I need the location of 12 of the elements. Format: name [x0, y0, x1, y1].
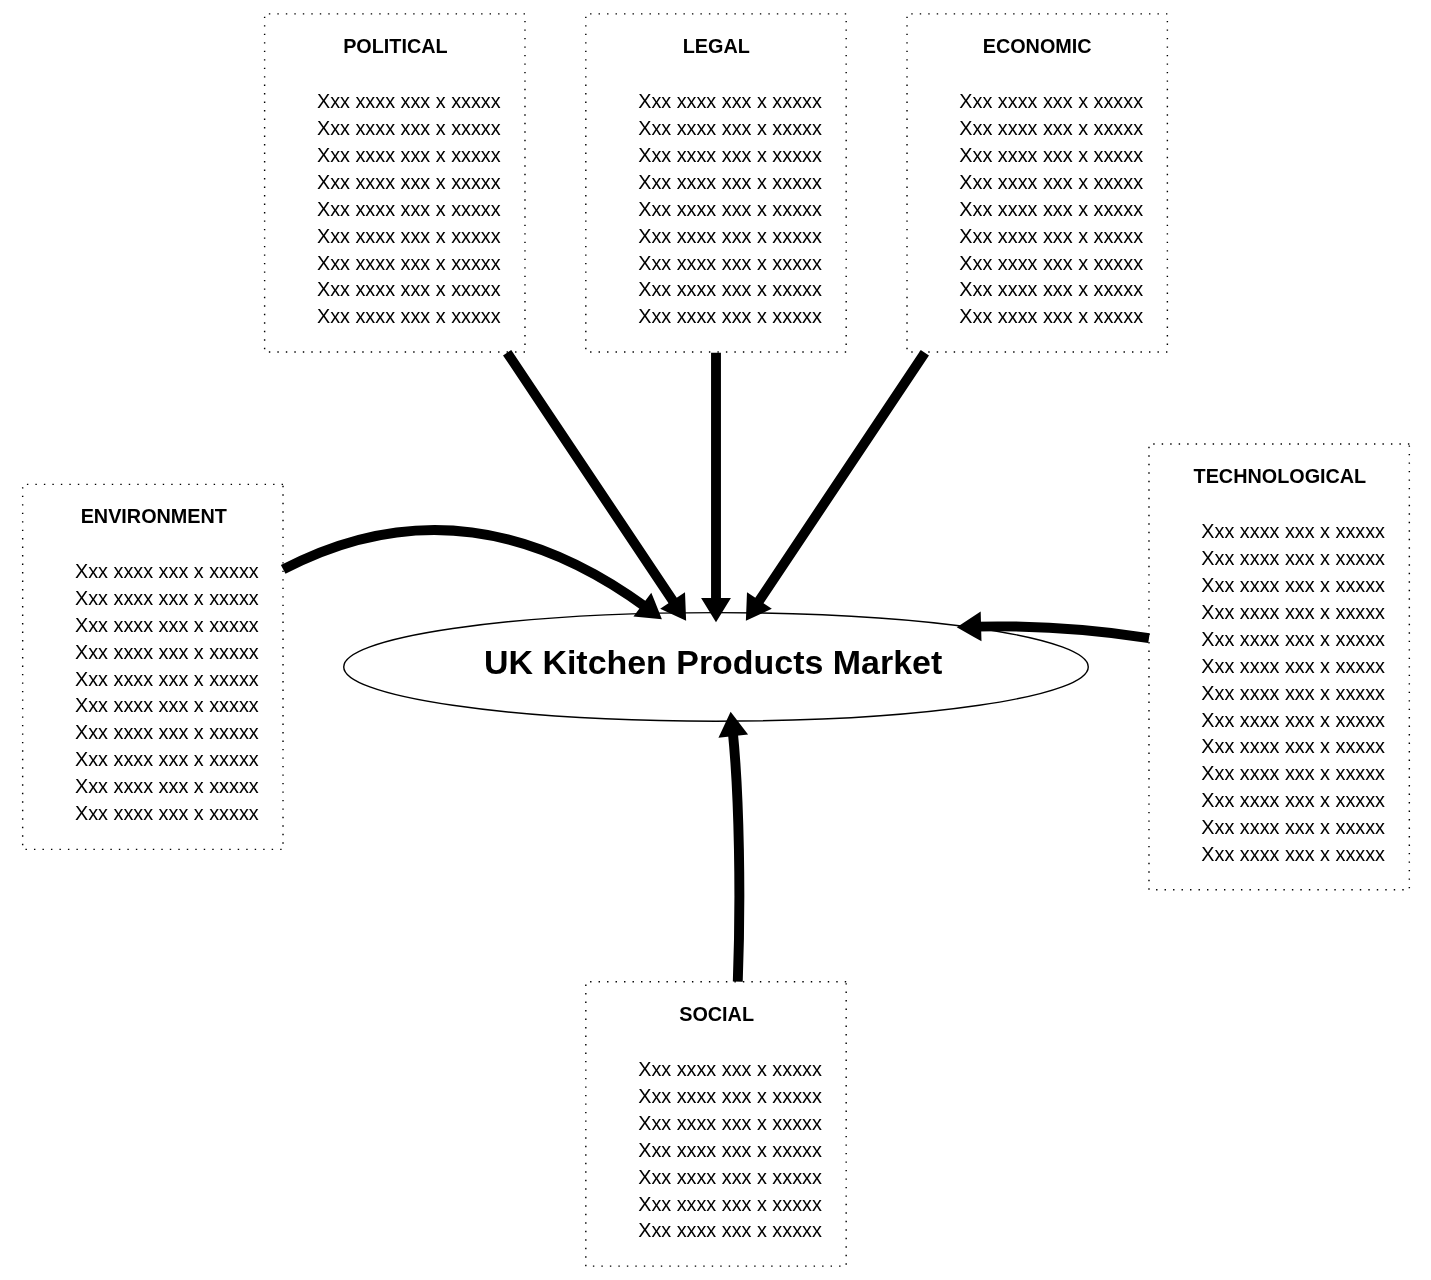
node-box: ENVIRONMENT Xxx xxxx xxx x xxxxx Xxx xxxx xxx x xxxxx Xxx xxxx xxx x xxxxx Xxx xxxx xxx x xxxxx Xxx xxxx xxx x xxxxx Xxx xxxx xxx x xxxxx Xxx xxxx xxx x xxxxx Xxx xxxx xxx x xxxxx Xxx xxxx xxx x xxxxx Xxx xxxx xxx x xxxxx	[21, 483, 284, 851]
node-box: POLITICAL Xxx xxxx xxx x xxxxx Xxx xxxx xxx x xxxxx Xxx xxxx xxx x xxxxx Xxx xxxx xxx x xxxxx Xxx xxxx xxx x xxxxx Xxx xxxx xxx x xxxxx Xxx xxxx xxx x xxxxx Xxx xxxx xxx x xxxxx Xxx xxxx xxx x xxxxx	[263, 13, 526, 353]
arrow	[745, 349, 929, 621]
node-box: ECONOMIC Xxx xxxx xxx x xxxxx Xxx xxxx xxx x xxxxx Xxx xxxx xxx x xxxxx Xxx xxxx xxx x xxxxx Xxx xxxx xxx x xxxxx Xxx xxxx xxx x xxxxx Xxx xxxx xxx x xxxxx Xxx xxxx xxx x xxxxx Xxx xxxx xxx x xxxxx	[905, 13, 1168, 353]
node-box: LEGAL Xxx xxxx xxx x xxxxx Xxx xxxx xxx x xxxxx Xxx xxxx xxx x xxxxx Xxx xxxx xxx x xxxxx Xxx xxxx xxx x xxxxx Xxx xxxx xxx x xxxxx Xxx xxxx xxx x xxxxx Xxx xxxx xxx x xxxxx Xxx xxxx xxx x xxxxx	[584, 13, 847, 353]
node-box: SOCIAL Xxx xxxx xxx x xxxxx Xxx xxxx xxx x xxxxx Xxx xxxx xxx x xxxxx Xxx xxxx xxx x xxxxx Xxx xxxx xxx x xxxxx Xxx xxxx xxx x xxxxx Xxx xxxx xxx x xxxxx	[584, 981, 847, 1267]
arrow	[280, 525, 662, 620]
node-box: TECHNOLOGICAL Xxx xxxx xxx x xxxxx Xxx xxxx xxx x xxxxx Xxx xxxx xxx x xxxxx Xxx xxxx xxx x xxxxx Xxx xxxx xxx x xxxxx Xxx xxxx xxx x xxxxx Xxx xxxx xxx x xxxxx Xxx xxxx xxx x xxxxx Xxx xxxx xxx x xxxxx Xxx xxxx xxx x xxxxx Xxx xxxx xxx x xxxxx Xxx xxxx xxx x xxxxx Xxx xxxx xxx x xxxxx	[1147, 443, 1410, 891]
arrow	[717, 711, 748, 982]
arrow	[502, 349, 686, 621]
arrow	[956, 611, 1150, 643]
arrow	[700, 352, 731, 623]
